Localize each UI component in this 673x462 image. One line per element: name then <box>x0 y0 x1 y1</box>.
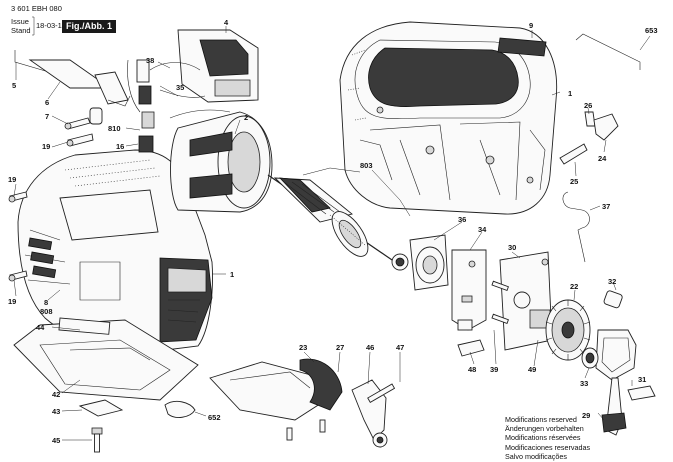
label-36: 36 <box>458 215 466 224</box>
cover-screws <box>286 419 326 441</box>
label-47: 47 <box>396 343 404 352</box>
modifications-notice: Modifications reserved Änderungen vorbeh… <box>505 415 590 461</box>
housing-left <box>17 149 213 353</box>
label-49: 49 <box>528 365 536 374</box>
label-2: 2 <box>244 113 248 122</box>
label-803: 803 <box>360 161 373 170</box>
label-35: 35 <box>176 83 184 92</box>
label-30: 30 <box>508 243 516 252</box>
switch-unit <box>149 29 259 119</box>
label-7: 7 <box>45 112 49 121</box>
label-1-left: 1 <box>230 270 234 279</box>
stand-label: Stand <box>11 26 31 35</box>
rating-label <box>497 37 547 57</box>
modification-line: Änderungen vorbehalten <box>505 424 584 434</box>
housing-right <box>339 21 558 215</box>
label-1-right: 1 <box>568 89 572 98</box>
label-19-a: 19 <box>42 142 50 151</box>
label-38: 38 <box>146 56 154 65</box>
label-16: 16 <box>116 142 124 151</box>
bearing-housing <box>409 234 449 291</box>
lift-holder <box>351 379 396 448</box>
label-653: 653 <box>645 26 658 35</box>
issue-label: Issue <box>11 17 29 26</box>
header-bracket <box>32 16 35 36</box>
label-19-b: 19 <box>8 175 16 184</box>
label-31: 31 <box>638 375 646 384</box>
modification-line: Salvo modificações <box>505 451 567 461</box>
protective-cover <box>209 358 343 421</box>
part-number-labels: 1 1 2 4 5 6 7 8 808 9 653 16 19 19 19 22… <box>8 18 658 445</box>
leader-lines <box>13 26 651 441</box>
label-22: 22 <box>570 282 578 291</box>
slide-plate <box>457 339 485 357</box>
label-33: 33 <box>580 379 588 388</box>
housing-screws <box>8 133 94 282</box>
base-screw <box>91 427 103 453</box>
carbon-brushes <box>127 59 155 153</box>
label-44: 44 <box>36 323 45 332</box>
label-32: 32 <box>608 277 616 286</box>
label-34: 34 <box>478 225 487 234</box>
armature <box>267 174 409 271</box>
figure-badge: Fig./Abb. 1 <box>62 20 116 33</box>
label-29: 29 <box>582 411 590 420</box>
small-clip <box>64 107 103 130</box>
stator <box>170 111 273 213</box>
support-roller <box>581 347 599 369</box>
label-9: 9 <box>529 21 533 30</box>
label-37: 37 <box>602 202 610 211</box>
label-8: 8 <box>44 298 48 307</box>
label-26: 26 <box>584 101 592 110</box>
hex-key <box>575 33 641 70</box>
gearbox-plate <box>499 251 553 351</box>
guide-plate <box>451 249 487 331</box>
guide-rod <box>14 50 131 107</box>
label-39: 39 <box>490 365 498 374</box>
label-46: 46 <box>366 343 374 352</box>
label-810: 810 <box>108 124 121 133</box>
doc-code: 3 601 EBH 080 <box>11 4 62 13</box>
guide-pins <box>491 280 509 325</box>
spring-clip <box>164 400 196 418</box>
pendulum-lever <box>595 329 656 436</box>
base-plate <box>13 317 199 401</box>
label-27: 27 <box>336 343 344 352</box>
label-808: 808 <box>40 307 53 316</box>
label-652: 652 <box>208 413 221 422</box>
label-45: 45 <box>52 436 60 445</box>
clamp-plate <box>78 399 124 417</box>
label-19-c: 19 <box>8 297 16 306</box>
label-25: 25 <box>570 177 578 186</box>
label-6: 6 <box>45 98 49 107</box>
label-4: 4 <box>224 18 229 27</box>
gear-wheel <box>545 299 591 361</box>
issue-date: 18-03-14 <box>36 21 67 30</box>
modification-line: Modificaciones reservadas <box>505 442 591 452</box>
label-43: 43 <box>52 407 60 416</box>
label-24: 24 <box>598 154 607 163</box>
lever-clip <box>603 290 623 309</box>
label-5: 5 <box>12 81 16 90</box>
blade-clamp-parts <box>559 111 619 165</box>
label-23: 23 <box>299 343 307 352</box>
label-42: 42 <box>52 390 60 399</box>
wire-bracket <box>562 191 590 263</box>
modification-line: Modifications réservées <box>505 433 581 443</box>
label-48: 48 <box>468 365 476 374</box>
modification-line: Modifications reserved <box>505 415 577 424</box>
